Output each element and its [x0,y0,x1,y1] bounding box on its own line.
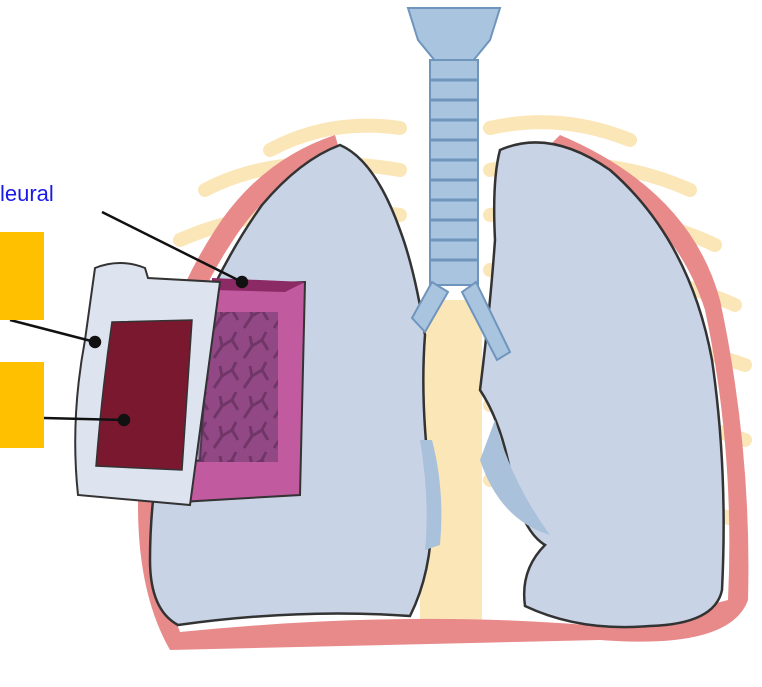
trachea [406,7,512,362]
pointer-line-visceral [101,210,243,284]
lung-shade-2 [420,440,442,550]
left-lung [478,141,725,629]
bronchus-left [460,280,512,362]
rib-right-1 [483,115,637,147]
pointer-dot-visceral [235,275,249,289]
visceral-pleura-top [212,278,305,292]
label-pleural: leural [0,181,54,206]
pointer-line-space [43,416,125,422]
rib-left-1 [263,118,407,157]
bronchus-right [410,280,450,334]
label-box-bottom [0,362,44,448]
pointer-dot-parietal [88,335,102,349]
larynx [406,7,502,63]
lung-shade [480,420,550,535]
pointer-line-parietal [9,318,96,344]
trachea-tube [429,59,479,286]
label-box-top [0,232,44,320]
pleural-space [95,319,193,471]
pointer-dot-space [117,413,131,427]
pleura-layers [74,262,307,507]
pointer-lines [9,210,249,427]
